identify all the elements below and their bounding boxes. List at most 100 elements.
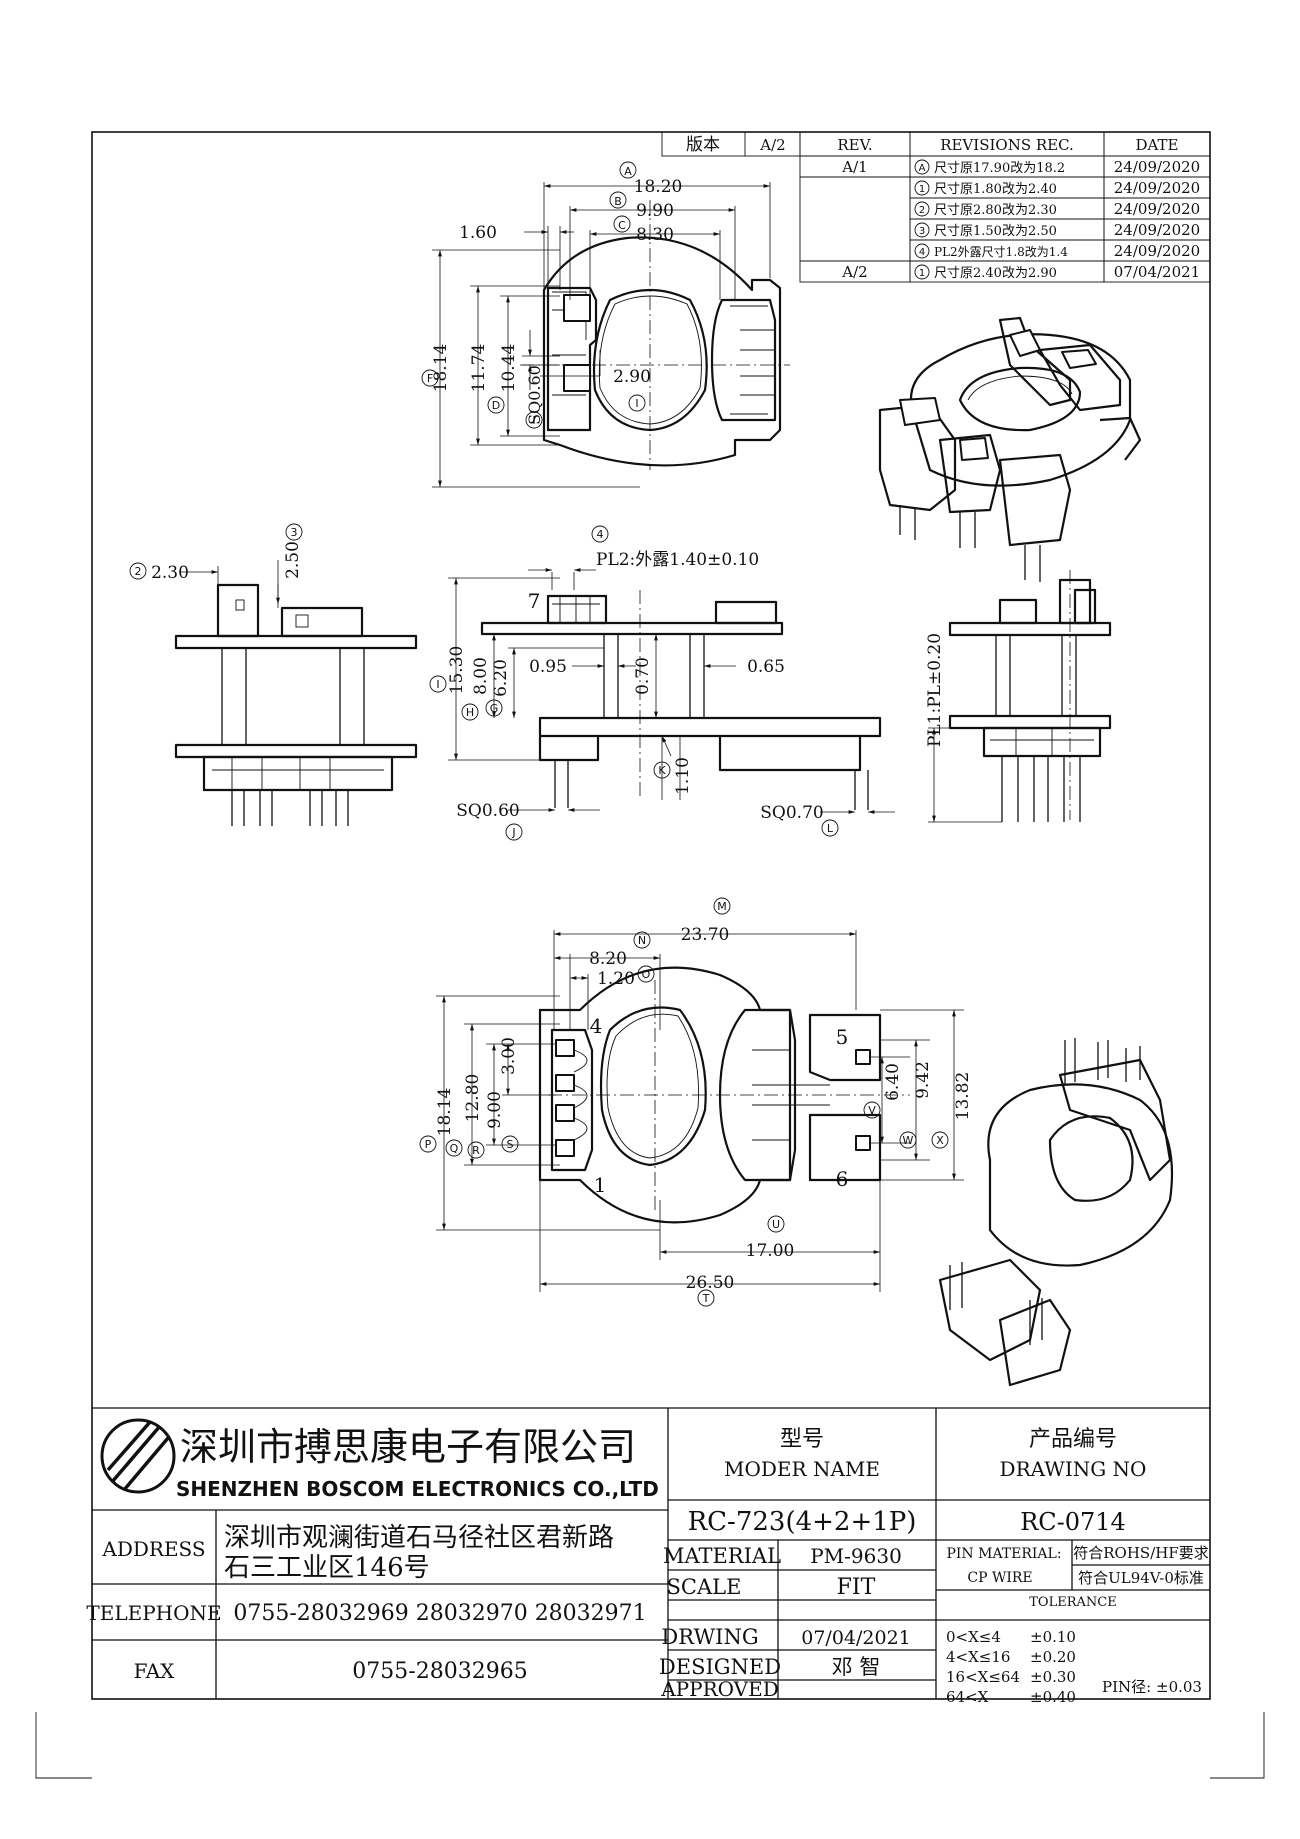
dim-1814-bottom: 18.14: [435, 1088, 455, 1137]
side-view-center: PL2:外露1.40±0.10 7 15.30 8.00 6.20 0.95 0…: [429, 525, 895, 841]
drawing-border: [91, 131, 1211, 1700]
tolerance-value: ±0.20: [1030, 1648, 1076, 1666]
revision-rev: A/2: [841, 263, 867, 281]
marker-3: 3: [291, 526, 298, 539]
drawing-label-en: DRAWING NO: [1000, 1457, 1147, 1481]
dim-942: 9.42: [913, 1061, 933, 1099]
revision-mark-circle: [914, 222, 930, 238]
address-line1: 深圳市观澜街道石马径社区君新路: [224, 1523, 614, 1553]
marker-t: T: [702, 1292, 710, 1305]
model-label-en: MODER NAME: [724, 1457, 880, 1481]
tolerance-range: 4<X≤16: [946, 1648, 1010, 1666]
pin-7-label: 7: [528, 589, 541, 613]
fax-value: 0755-28032965: [352, 1659, 527, 1684]
revision-date: 24/09/2020: [1114, 158, 1200, 176]
marker-b: B: [614, 195, 622, 208]
tolerance-range: 16<X≤64: [946, 1668, 1020, 1686]
pin-material-value: CP WIRE: [967, 1570, 1032, 1586]
marker-d: D: [492, 399, 500, 412]
marker-a: A: [624, 165, 632, 178]
marker-j: J: [511, 826, 515, 839]
marker-o: O: [642, 968, 651, 981]
dim-070: 0.70: [633, 657, 653, 695]
dim-820: 8.20: [589, 949, 627, 969]
tolerance-range: 0<X≤4: [946, 1628, 1001, 1646]
fax-label: FAX: [134, 1659, 176, 1683]
dim-1382: 13.82: [953, 1072, 973, 1121]
approved-label: APPROVED: [660, 1677, 779, 1701]
revision-date: 24/09/2020: [1114, 200, 1200, 218]
tolerance-value: ±0.30: [1030, 1668, 1076, 1686]
marker-2: 2: [135, 565, 142, 578]
marker-r: R: [472, 1144, 480, 1157]
dim-1174: 11.74: [469, 344, 489, 393]
marker-n: N: [638, 934, 646, 947]
pin-diameter-note: PIN径: ±0.03: [1102, 1678, 1202, 1696]
pin-4-label: 4: [590, 1014, 603, 1038]
revision-text: 尺寸原2.80改为2.30: [934, 203, 1057, 218]
dim-120: 1.20: [597, 969, 635, 989]
dim-800: 8.00: [471, 657, 491, 695]
pin-material-label: PIN MATERIAL:: [946, 1546, 1061, 1562]
dim-sq060: SQ0.60: [456, 801, 519, 821]
revision-date: 24/09/2020: [1114, 242, 1200, 260]
marker-w: W: [903, 1134, 914, 1147]
dim-300: 3.00: [499, 1037, 519, 1075]
pin-6-label: 6: [836, 1167, 849, 1191]
tolerance-value: ±0.10: [1030, 1628, 1076, 1646]
revision-mark-circle: [914, 264, 930, 280]
bottom-view: 23.70 8.20 1.20 18.14 12.80 9.00 3.00 6.…: [419, 897, 973, 1307]
tolerance-label: TOLERANCE: [1029, 1595, 1116, 1610]
material-value: PM-9630: [810, 1544, 902, 1568]
dim-c: 8.30: [636, 225, 674, 245]
revision-mark: 2: [919, 205, 925, 216]
iso-view-bottom: [938, 1038, 1174, 1387]
dim-b: 9.90: [636, 201, 674, 221]
marker-l: L: [827, 822, 834, 835]
dim-2650: 26.50: [686, 1273, 735, 1293]
dim-2370: 23.70: [681, 925, 730, 945]
dim-a: 18.20: [634, 177, 683, 197]
drawing-label-cn: 产品编号: [1029, 1427, 1117, 1452]
rev-header: REV.: [837, 136, 872, 154]
side-view-left: 2.30 2.50 2 3: [129, 523, 418, 826]
marker-x: X: [936, 1134, 944, 1147]
title-block: 深圳市搏思康电子有限公司 SHENZHEN BOSCOM ELECTRONICS…: [86, 1407, 1210, 1706]
address-line2: 石三工业区146号: [224, 1553, 430, 1583]
dim-900: 9.00: [485, 1091, 505, 1129]
revision-text: 尺寸原2.40改为2.90: [934, 266, 1057, 281]
version-value: A/2: [759, 136, 785, 154]
drwing-label: DRWING: [661, 1625, 758, 1649]
address-label: ADDRESS: [101, 1537, 205, 1561]
model-label-cn: 型号: [780, 1427, 824, 1452]
dim-1280: 12.80: [463, 1074, 483, 1123]
telephone-value: 0755-28032969 28032970 28032971: [233, 1601, 646, 1626]
dim-230: 2.30: [151, 563, 189, 583]
dim-pl1: PL1:PL±0.20: [925, 633, 945, 747]
revision-date: 24/09/2020: [1114, 179, 1200, 197]
marker-i-side: I: [436, 678, 439, 691]
pin-5-label: 5: [836, 1025, 849, 1049]
dim-pl2: PL2:外露1.40±0.10: [596, 550, 759, 570]
company-name-cn: 深圳市搏思康电子有限公司: [180, 1425, 636, 1469]
company-name-en: SHENZHEN BOSCOM ELECTRONICS CO.,LTD: [176, 1477, 659, 1501]
dim-250: 2.50: [283, 541, 303, 579]
pin-1-label: 1: [594, 1173, 607, 1197]
marker-p: P: [425, 1138, 432, 1151]
telephone-label: TELEPHONE: [86, 1601, 221, 1625]
dim-620: 6.20: [491, 659, 511, 697]
revision-mark: 1: [919, 184, 925, 195]
rec-header: REVISIONS REC.: [940, 136, 1074, 154]
revision-text: PL2外露尺寸1.8改为1.4: [934, 245, 1068, 259]
revision-mark: 3: [919, 226, 925, 237]
scale-label: SCALE: [667, 1575, 742, 1599]
marker-f: F: [427, 372, 433, 385]
revision-text: 尺寸原17.90改为18.2: [934, 161, 1065, 176]
marker-g: G: [490, 702, 499, 715]
revision-text: 尺寸原1.50改为2.50: [934, 224, 1057, 239]
company-logo: [100, 1418, 176, 1494]
revision-mark: A: [919, 163, 926, 174]
revision-mark-circle: [914, 243, 930, 259]
marker-u: U: [772, 1218, 780, 1231]
